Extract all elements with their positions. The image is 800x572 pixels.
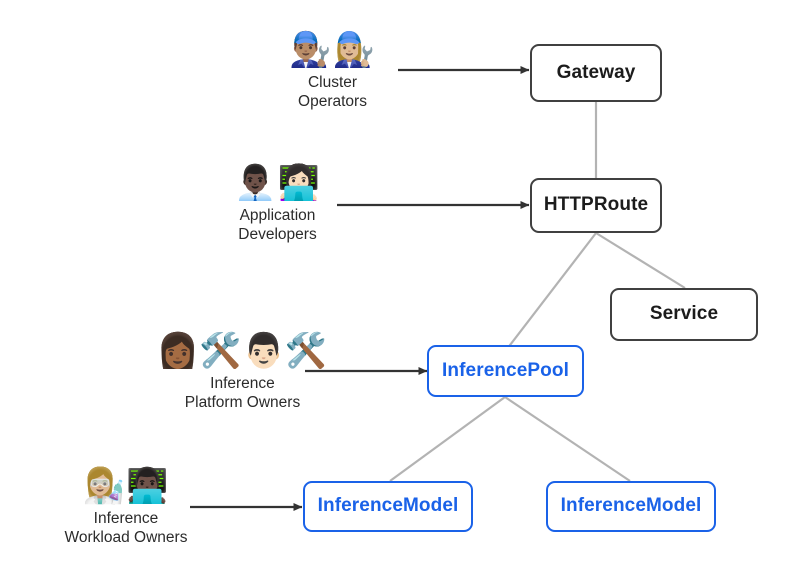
persona-inference-platform-owners[interactable]: 👩🏾‍🛠️👨🏻‍🛠️ Inference Platform Owners (156, 331, 329, 412)
connector-inferencepool-inferencemodel-1 (389, 396, 506, 482)
persona-label-inference-workload-owners: Inference Workload Owners (64, 510, 188, 546)
node-inferencemodel-1[interactable]: InferenceModel (303, 481, 473, 532)
cluster-operators-icon: 👨🏽‍🔧👩🏼‍🔧 (289, 30, 376, 70)
inference-workload-owners-icon: 👩🏼‍🔬👨🏿‍💻 (82, 466, 170, 506)
inference-platform-owners-icon: 👩🏾‍🛠️👨🏻‍🛠️ (156, 331, 329, 371)
node-service[interactable]: Service (610, 288, 758, 341)
node-service-label: Service (649, 303, 719, 325)
node-inferencepool[interactable]: InferencePool (427, 345, 584, 397)
node-httproute[interactable]: HTTPRoute (530, 178, 662, 233)
node-gateway[interactable]: Gateway (530, 44, 662, 102)
persona-label-cluster-operators: Cluster Operators (298, 74, 367, 110)
persona-cluster-operators[interactable]: 👨🏽‍🔧👩🏼‍🔧 Cluster Operators (260, 30, 405, 111)
node-httproute-label: HTTPRoute (543, 194, 649, 216)
persona-inference-workload-owners[interactable]: 👩🏼‍🔬👨🏿‍💻 Inference Workload Owners (40, 466, 212, 547)
persona-application-developers[interactable]: 👨🏿‍💼👩🏻‍💻 Application Developers (205, 163, 350, 244)
application-developers-icon: 👨🏿‍💼👩🏻‍💻 (234, 163, 321, 203)
persona-label-inference-platform-owners: Inference Platform Owners (184, 375, 301, 411)
connector-httproute-service (595, 232, 686, 289)
node-inferencemodel-2[interactable]: InferenceModel (546, 481, 716, 532)
node-gateway-label: Gateway (556, 61, 636, 83)
connector-httproute-inferencepool (506, 232, 597, 350)
node-inferencemodel-1-label: InferenceModel (317, 495, 459, 517)
node-inferencemodel-2-label: InferenceModel (560, 495, 702, 517)
node-inferencepool-label: InferencePool (442, 359, 569, 381)
connector-inferencepool-inferencemodel-2 (504, 396, 631, 482)
persona-label-application-developers: Application Developers (238, 207, 317, 243)
